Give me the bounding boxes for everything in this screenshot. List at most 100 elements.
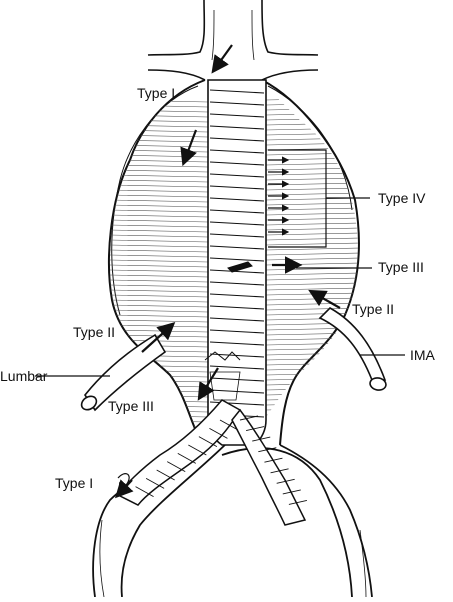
limb-ring — [276, 478, 295, 484]
label-type-ii-right: Type II — [352, 301, 394, 317]
hatch-line — [265, 357, 359, 361]
hatch-line — [109, 194, 209, 198]
limb-ring — [219, 419, 239, 431]
hatch-line — [265, 372, 359, 376]
arrow-type-i-down — [180, 129, 198, 167]
hatch-line — [265, 212, 359, 216]
hatch-line — [109, 249, 209, 253]
stent-ring — [209, 353, 265, 358]
hatch-line — [265, 402, 359, 406]
hatch-line — [265, 417, 359, 421]
stent-ring — [209, 305, 265, 310]
hatch-line — [265, 152, 359, 156]
hatch-line — [265, 362, 359, 366]
hatch-line — [265, 202, 359, 206]
hatch-line — [109, 169, 209, 173]
hatch-line — [265, 382, 359, 386]
limb-ring — [288, 500, 307, 505]
hatch-line — [109, 114, 209, 118]
hatch-line — [109, 149, 209, 153]
limb-ring — [209, 427, 228, 439]
hatch-line — [109, 144, 209, 148]
hatch-line — [109, 229, 209, 233]
stent-ring — [209, 341, 265, 346]
limb-ring — [145, 477, 165, 489]
hatch-line — [265, 252, 359, 256]
stent-ring — [209, 101, 265, 106]
limb-ring — [282, 489, 301, 495]
hatch-line — [109, 204, 209, 208]
stent-ring — [209, 161, 265, 166]
stent-ring — [209, 233, 265, 238]
hatch-line — [265, 182, 359, 186]
hatch-line — [265, 192, 359, 196]
stent-ring — [209, 317, 265, 322]
hatch-line — [109, 299, 209, 303]
labels: Type I Type IV Type III Type II Type II … — [0, 85, 436, 491]
hatch-line — [265, 347, 359, 351]
hatch-line — [109, 174, 209, 178]
hatch-line — [109, 189, 209, 193]
hatch-line — [109, 124, 209, 128]
hatch-line — [109, 244, 209, 248]
hatch-line — [265, 407, 359, 411]
hatch-line — [265, 297, 359, 301]
upper-aorta — [147, 0, 319, 81]
arrow-type-i-bottom — [114, 479, 134, 499]
stent-ring — [209, 197, 265, 202]
stent-ring — [209, 329, 265, 334]
hatch-line — [109, 264, 209, 268]
stent-ring — [209, 365, 265, 370]
hatch-line — [109, 119, 209, 123]
stent-ring — [209, 149, 265, 154]
arrow-type-iii-left — [197, 367, 219, 401]
hatch-line — [265, 352, 359, 356]
stent-ring — [209, 281, 265, 286]
hatch-line — [265, 397, 359, 401]
stent-ring — [209, 377, 265, 382]
hatch-line — [265, 127, 359, 131]
hatch-line — [109, 154, 209, 158]
hatch-line — [109, 259, 209, 263]
stent-ring — [209, 221, 265, 226]
stent-ring — [209, 89, 265, 94]
hatch-line — [109, 199, 209, 203]
ima-artery — [318, 307, 387, 391]
limb-ring — [177, 452, 196, 464]
hatch-line — [265, 367, 359, 371]
hatch-line — [265, 237, 359, 241]
hatch-line — [265, 412, 359, 416]
hatch-line — [109, 414, 209, 418]
label-type-iv: Type IV — [378, 190, 426, 206]
porosity-arrows — [268, 156, 290, 236]
hatch-line — [109, 224, 209, 228]
limb-ring — [198, 436, 218, 448]
limb-ring — [156, 469, 175, 481]
limb-ring — [258, 447, 277, 453]
hatch-line — [265, 142, 359, 146]
graft-defects — [117, 261, 253, 488]
hatch-line — [109, 179, 209, 183]
hatch-line — [109, 319, 209, 323]
hatch-line — [109, 214, 209, 218]
hatch-line — [265, 312, 359, 316]
hatch-line — [265, 187, 359, 191]
hatch-line — [109, 314, 209, 318]
hatch-line — [265, 257, 359, 261]
hatch-line — [265, 242, 359, 246]
limb-ring — [167, 461, 186, 473]
limb-rings — [135, 415, 307, 505]
stent-ring — [209, 113, 265, 118]
hatch-line — [109, 309, 209, 313]
hatch-line — [109, 219, 209, 223]
iliac-vessels — [92, 439, 373, 598]
type-iv-bracket — [268, 149, 370, 248]
hatch-line — [265, 272, 359, 276]
hatch-line — [265, 232, 359, 236]
limb-ring — [239, 415, 259, 421]
limb-ring — [188, 444, 207, 456]
hatch-line — [265, 422, 359, 426]
hatch-line — [265, 162, 359, 166]
hatch-line — [265, 102, 359, 106]
hatch-line — [109, 419, 209, 423]
